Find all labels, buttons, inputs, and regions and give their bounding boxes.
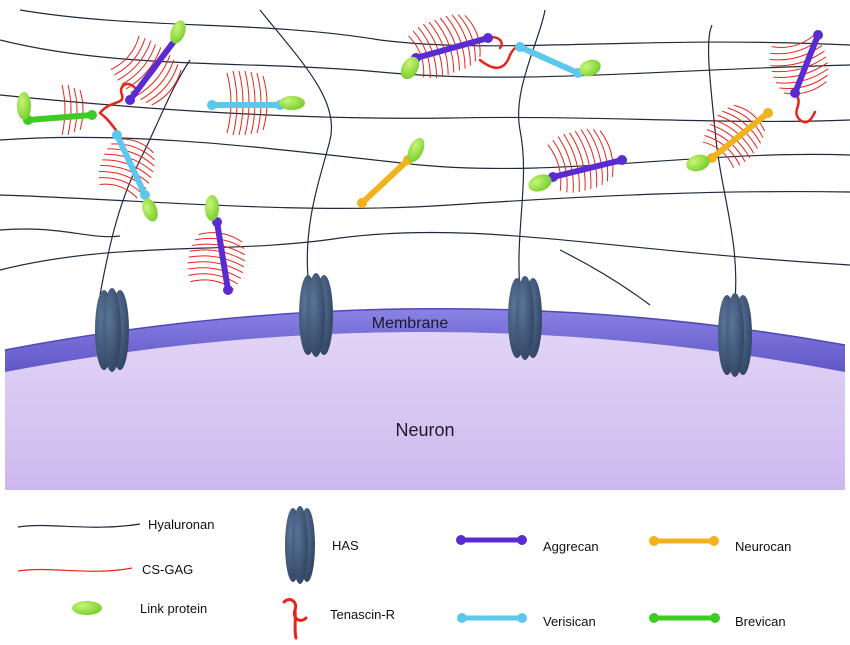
verisican-icon (457, 613, 527, 623)
neuron-body (5, 308, 845, 490)
legend-item-tenascin-r: Tenascin-R (282, 598, 395, 640)
cs-gag-bundles (61, 14, 829, 290)
link-protein (686, 154, 710, 172)
verisican-molecule (207, 96, 305, 110)
legend-label-brevican: Brevican (735, 614, 786, 629)
neuron-label: Neuron (395, 420, 454, 440)
legend-item-has: HAS (285, 506, 359, 584)
has-protein (95, 288, 129, 372)
has-protein (718, 293, 752, 377)
link-protein (400, 56, 420, 80)
legend-item-verisican: Verisican (457, 613, 596, 629)
legend-item-cs-gag: CS-GAG (17, 562, 193, 577)
neurocan-molecule (686, 108, 773, 172)
legend-label-verisican: Verisican (543, 614, 596, 629)
link-protein (205, 195, 219, 221)
legend-item-hyaluronan: Hyaluronan (17, 517, 215, 532)
link-protein-icon (72, 601, 102, 615)
legend-label-link-protein: Link protein (140, 601, 207, 616)
core-proteins (17, 20, 823, 295)
membrane-label: Membrane (372, 315, 449, 332)
link-protein (170, 20, 186, 44)
brevican-molecule (17, 92, 97, 125)
has-proteins (95, 273, 752, 377)
aggrecan-molecule (205, 195, 233, 295)
aggrecan-molecule (125, 20, 186, 105)
legend-label-hyaluronan: Hyaluronan (148, 517, 215, 532)
tenascin-r-icon (282, 598, 308, 640)
neurocan-icon (649, 536, 719, 546)
link-protein (407, 137, 425, 163)
aggrecan-molecule (790, 30, 823, 98)
legend: Hyaluronan CS-GAG Link protein HAS Tenas… (17, 506, 791, 640)
aggrecan-icon (456, 535, 527, 545)
link-protein (17, 92, 31, 120)
link-protein (142, 198, 158, 222)
neurocan-molecule (357, 137, 425, 208)
legend-item-aggrecan: Aggrecan (456, 535, 599, 554)
legend-label-cs-gag: CS-GAG (142, 562, 193, 577)
verisican-molecule (112, 130, 158, 222)
legend-item-brevican: Brevican (649, 613, 786, 629)
legend-item-neurocan: Neurocan (649, 536, 791, 554)
link-protein (279, 96, 305, 110)
verisican-molecule (515, 42, 601, 78)
legend-label-tenascin-r: Tenascin-R (330, 607, 395, 622)
legend-label-has: HAS (332, 538, 359, 553)
aggrecan-molecule (400, 33, 493, 80)
membrane (5, 308, 845, 372)
link-protein (579, 59, 601, 77)
aggrecan-molecule (528, 155, 627, 192)
legend-item-link-protein: Link protein (72, 601, 207, 616)
hyaluronan-network (0, 9, 850, 306)
has-icon (285, 506, 315, 584)
legend-label-neurocan: Neurocan (735, 539, 791, 554)
link-protein (528, 174, 552, 192)
has-protein (508, 276, 542, 360)
brevican-icon (649, 613, 720, 623)
legend-label-aggrecan: Aggrecan (543, 539, 599, 554)
has-protein (299, 273, 333, 357)
